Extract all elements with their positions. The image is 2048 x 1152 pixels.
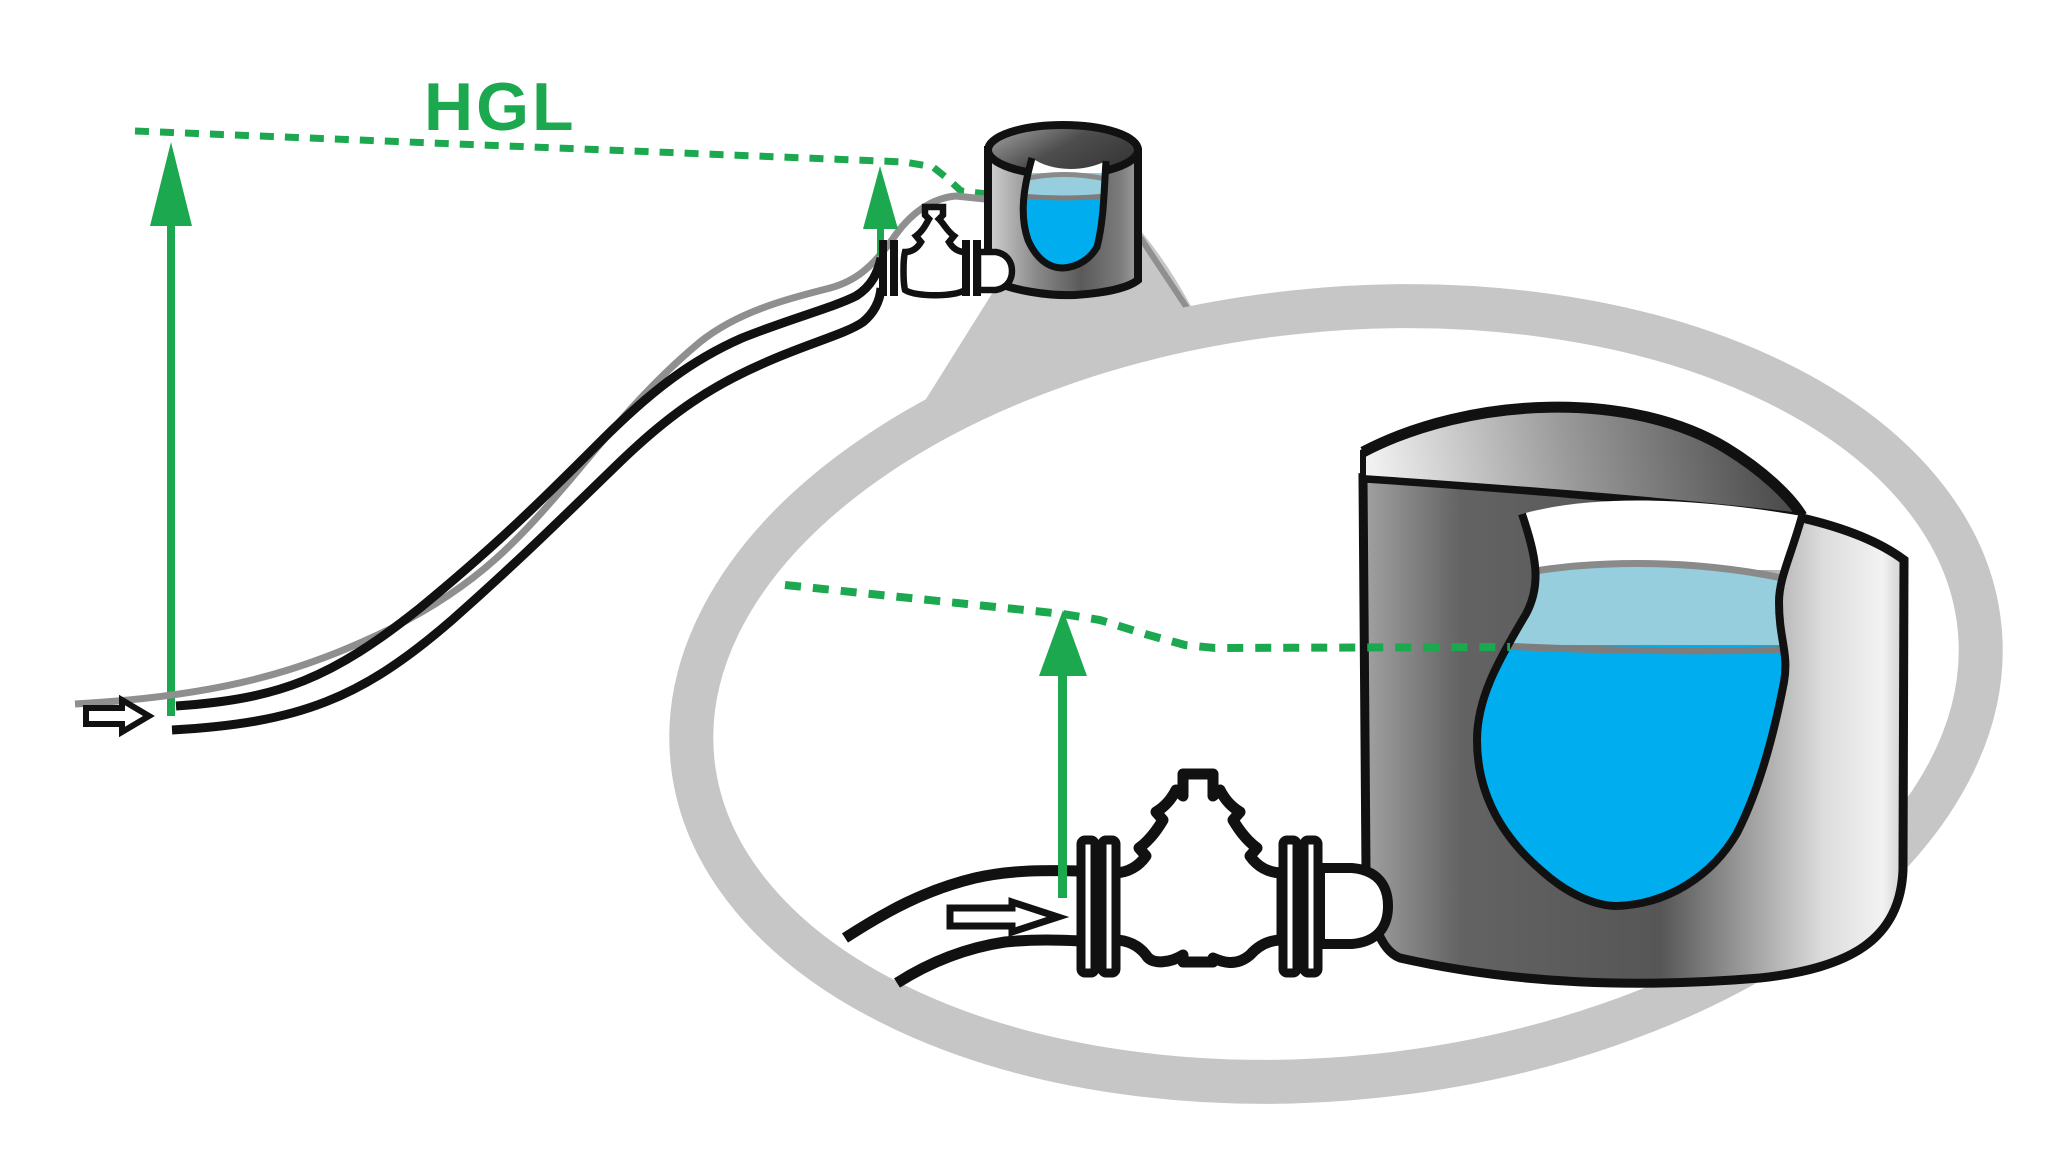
detail-valve-flange bbox=[1097, 835, 1121, 978]
large-tank-cutaway-outline bbox=[1616, 514, 1806, 910]
small-tank-lid bbox=[984, 121, 1142, 179]
large-tank-cutaway-outline bbox=[1472, 512, 1618, 910]
detail-control-valve bbox=[1076, 768, 1323, 978]
up-arrow-head-icon bbox=[863, 166, 898, 229]
up-arrow-stem bbox=[167, 216, 175, 716]
up-arrow-stem bbox=[877, 222, 884, 256]
pipeline-top-line bbox=[175, 256, 886, 711]
large-storage-tank bbox=[1358, 401, 1909, 988]
pressure-head-arrow-hilltop bbox=[863, 166, 898, 256]
pressure-head-arrow-left bbox=[150, 142, 192, 716]
hgl-dashed-line bbox=[134, 127, 989, 198]
detail-pipe-top-line bbox=[842, 865, 1082, 943]
small-valve-flange bbox=[973, 240, 981, 296]
detail-pipe-bottom-line bbox=[894, 934, 1082, 988]
detail-valve-body bbox=[1108, 768, 1288, 968]
small-valve-flange bbox=[890, 240, 898, 296]
small-valve-flange bbox=[879, 240, 887, 296]
detail-valve-flange bbox=[1076, 835, 1100, 978]
detail-hgl-dashed-line bbox=[784, 581, 1511, 653]
up-arrow-head-icon bbox=[1039, 610, 1087, 676]
pressure-head-arrow-detail bbox=[1039, 610, 1087, 898]
small-storage-tank bbox=[984, 121, 1142, 300]
small-control-valve bbox=[879, 203, 981, 299]
large-tank-upper-water-band bbox=[1477, 563, 1800, 647]
flow-direction-arrow-icon bbox=[83, 694, 155, 738]
up-arrow-head-icon bbox=[150, 142, 192, 226]
small-valve-flange bbox=[962, 240, 970, 296]
small-tank-cutaway-outline bbox=[1019, 157, 1110, 272]
detail-valve-flange bbox=[1278, 835, 1302, 978]
large-tank-rim bbox=[1360, 401, 1807, 519]
small-valve-body bbox=[900, 203, 970, 299]
small-tank-water-top-edge bbox=[1023, 172, 1106, 182]
small-tank-waterline bbox=[1023, 193, 1106, 201]
hgl-label: HGL bbox=[424, 69, 577, 145]
up-arrow-stem bbox=[1058, 668, 1067, 898]
small-valve-outlet-pipe bbox=[974, 248, 1016, 294]
flow-direction-arrow-icon bbox=[946, 897, 1070, 937]
detail-valve-outlet-pipe bbox=[1315, 863, 1394, 949]
pipeline-bottom-line bbox=[171, 287, 886, 735]
